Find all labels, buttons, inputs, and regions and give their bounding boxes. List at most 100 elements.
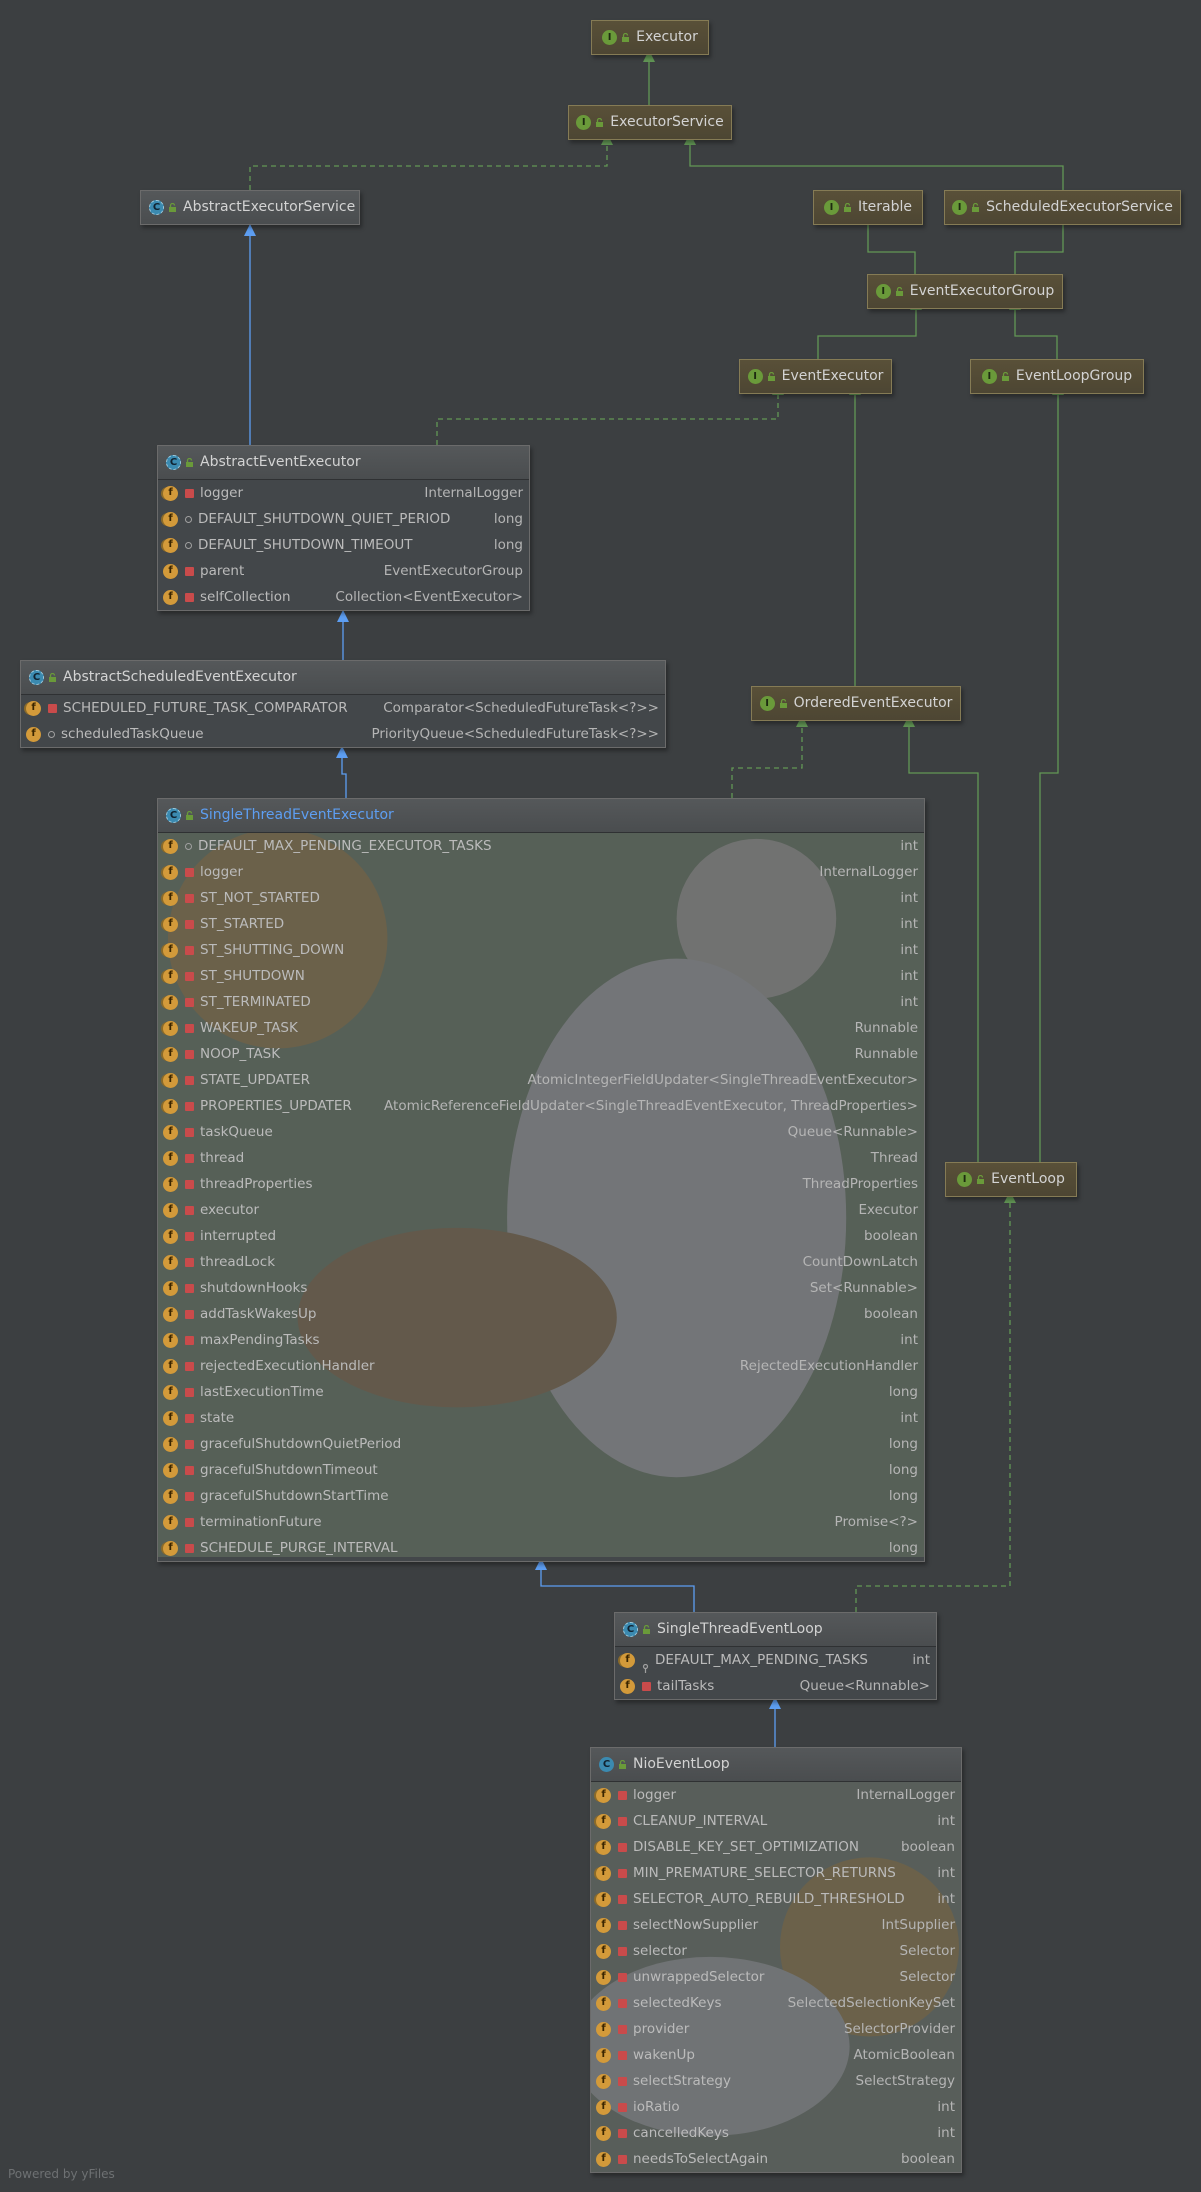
private-lock-icon [185, 1491, 194, 1501]
node-title: EventExecutor [781, 368, 884, 384]
node-title: Iterable [858, 199, 912, 215]
static-field-icon: f [163, 994, 178, 1010]
field-icon: f [163, 1176, 178, 1192]
field-type: InternalLogger [424, 485, 523, 501]
field-type: int [937, 2099, 955, 2115]
field-name: logger [633, 1787, 677, 1803]
field-name: selectNowSupplier [633, 1917, 759, 1933]
default-visibility-icon [185, 515, 192, 523]
public-icon [619, 1760, 626, 1769]
field-name: selectedKeys [633, 1995, 722, 2011]
abstract-class-icon: C [166, 808, 181, 823]
static-field-icon: f [163, 537, 178, 553]
field-name: DEFAULT_SHUTDOWN_QUIET_PERIOD [198, 511, 451, 527]
static-field-icon: f [596, 1813, 611, 1829]
field-name: thread [200, 1150, 245, 1166]
field-type: boolean [901, 2151, 955, 2167]
private-lock-icon [618, 1998, 627, 2008]
private-lock-icon [185, 867, 194, 877]
field-type: SelectorProvider [843, 2021, 955, 2037]
node-title: AbstractScheduledEventExecutor [63, 669, 297, 685]
private-lock-icon [618, 1868, 627, 1878]
private-lock-icon [618, 2050, 627, 2060]
field-type: int [900, 1332, 918, 1348]
private-lock-icon [618, 2128, 627, 2138]
field-icon: f [163, 1150, 178, 1166]
field-type: long [888, 1488, 918, 1504]
field-name: selfCollection [200, 589, 291, 605]
public-icon [186, 458, 193, 467]
field-name: terminationFuture [200, 1514, 322, 1530]
field-type: int [900, 994, 918, 1010]
abstract-class-icon: C [29, 670, 44, 685]
